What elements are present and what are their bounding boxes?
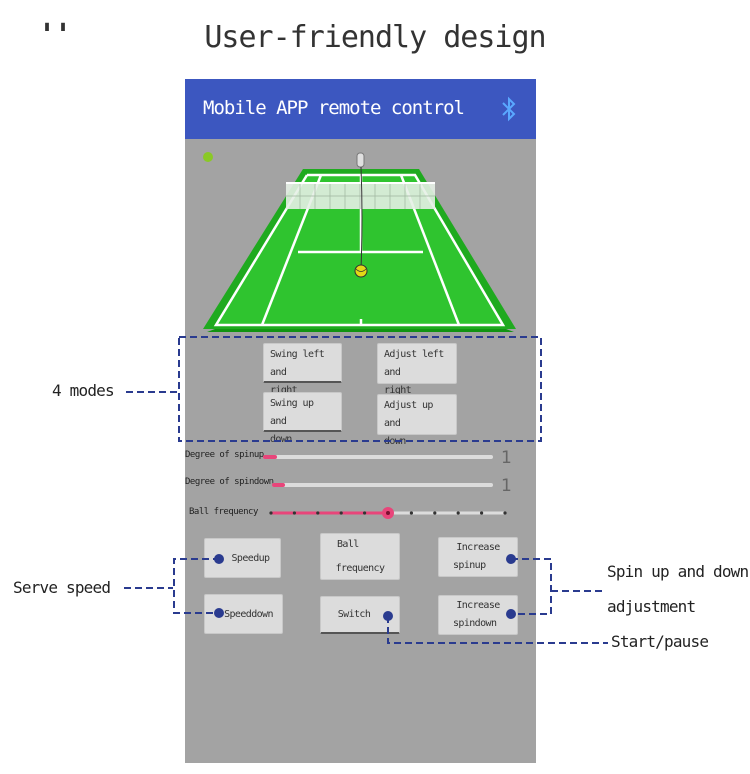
spindown-slider[interactable] [272, 483, 493, 487]
connection-status-dot [203, 152, 213, 162]
mode-label: Adjust up and [384, 400, 433, 429]
tennis-court [203, 152, 516, 332]
modes-callout-label: 4 modes [52, 381, 115, 400]
ball-frequency-label: frequency [335, 562, 385, 574]
ball-frequency-step-dot [316, 511, 320, 515]
spinup-slider-label: Degree of spinup [185, 450, 264, 460]
spinup-slider-fill [263, 455, 277, 459]
mode-label: Swing up and [270, 398, 314, 427]
spindown-slider-value: 1 [501, 476, 512, 496]
mode-label: down [384, 436, 406, 447]
ball-frequency-slider-label: Ball frequency [189, 507, 258, 517]
increase-spindown-label: spindown [453, 618, 497, 629]
quote-mark: '' [38, 18, 72, 53]
mode-label: Adjust left and [384, 349, 444, 378]
increase-spinup-label: spinup [453, 560, 486, 571]
ball-frequency-knob-center [386, 511, 390, 515]
phone-screen: Mobile APP remote control Swing left and… [185, 79, 536, 763]
increase-spinup-button[interactable]: Increase spinup [438, 537, 518, 577]
start-pause-callout-label: Start/pause [611, 632, 709, 651]
mode-swing-up-down-button[interactable]: Swing up and down [263, 392, 342, 445]
ball-frequency-step-dot [433, 511, 437, 515]
increase-spindown-button[interactable]: Increase spindown [438, 595, 518, 635]
spindown-slider-label: Degree of spindown [185, 477, 274, 487]
bluetooth-icon[interactable] [499, 95, 519, 123]
increase-spindown-label: Increase [456, 600, 500, 611]
ball-frequency-label: Ball [337, 538, 359, 550]
speeddown-label: Speeddown [224, 608, 273, 620]
mode-swing-left-right-button[interactable]: Swing left and right [263, 343, 342, 396]
spinup-slider-value: 1 [501, 448, 512, 468]
spin-callout-label: Spin up and down [607, 562, 749, 581]
ball-frequency-step-dot [456, 511, 460, 515]
serve-speed-callout-label: Serve speed [13, 578, 111, 597]
switch-button[interactable]: Switch [320, 596, 400, 634]
ball-frequency-step-dot [339, 511, 343, 515]
speedup-button[interactable]: Speedup [204, 538, 281, 578]
ball-frequency-step-dot [409, 511, 413, 515]
speedup-label: Speedup [231, 552, 271, 564]
ball-frequency-step-dot [269, 511, 273, 515]
mode-adjust-left-right-button[interactable]: Adjust left and right [377, 343, 457, 396]
ball-frequency-step-dot [503, 511, 507, 515]
spinup-slider[interactable] [263, 455, 493, 459]
mode-adjust-up-down-button[interactable]: Adjust up and down [377, 394, 457, 447]
ball-frequency-step-dot [292, 511, 296, 515]
switch-label: Switch [337, 609, 371, 620]
spindown-slider-fill [272, 483, 286, 487]
spin-callout-label-line2: adjustment [607, 597, 696, 616]
speeddown-button[interactable]: Speeddown [204, 594, 283, 634]
page-title: User-friendly design [204, 20, 546, 55]
ball-frequency-slider[interactable] [269, 505, 509, 521]
increase-spinup-label: Increase [456, 542, 500, 553]
app-bar: Mobile APP remote control [185, 79, 536, 139]
ball-frequency-step-dot [363, 511, 367, 515]
app-title: Mobile APP remote control [203, 97, 465, 119]
ball-frequency-button[interactable]: Ball frequency [320, 533, 400, 580]
mode-label: down [270, 434, 292, 445]
ball-frequency-step-dot [480, 511, 484, 515]
mode-label: Swing left and [270, 349, 325, 378]
